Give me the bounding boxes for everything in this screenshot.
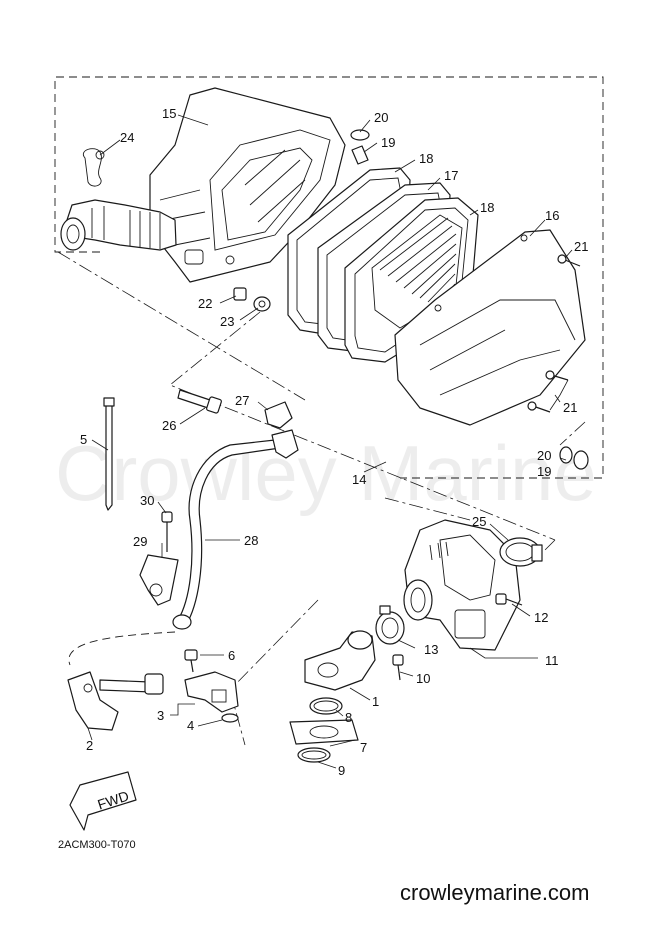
bolt-6 bbox=[184, 649, 198, 673]
collar-22 bbox=[233, 287, 247, 301]
callout-2: 2 bbox=[86, 738, 93, 753]
clip-20-lower bbox=[559, 446, 573, 464]
assembly-boundary bbox=[54, 76, 604, 479]
callout-22: 22 bbox=[198, 296, 212, 311]
grommet-23 bbox=[253, 296, 271, 312]
hose-clamp-13 bbox=[375, 605, 405, 645]
lower-hose bbox=[68, 631, 176, 695]
callout-25: 25 bbox=[472, 514, 486, 529]
intake-joint-1 bbox=[304, 630, 376, 691]
callout-9: 9 bbox=[338, 763, 345, 778]
callout-15: 15 bbox=[162, 106, 176, 121]
callout-3: 3 bbox=[157, 708, 164, 723]
callout-13: 13 bbox=[424, 642, 438, 657]
bolt-10 bbox=[392, 654, 404, 681]
drain-plug-19-lower bbox=[573, 450, 589, 470]
sensor-3 bbox=[184, 671, 239, 713]
forward-direction-arrow: FWD bbox=[69, 771, 137, 831]
callout-30: 30 bbox=[140, 493, 154, 508]
o-ring-4 bbox=[221, 713, 239, 723]
watermark: Crowley Marine bbox=[55, 429, 597, 517]
drain-plug-19-upper bbox=[351, 145, 369, 165]
callout-29: 29 bbox=[133, 534, 147, 549]
callout-4: 4 bbox=[187, 718, 194, 733]
hose-clamp-24 bbox=[82, 148, 105, 187]
hose-clamp-25 bbox=[499, 537, 543, 567]
callout-19-lower: 19 bbox=[537, 464, 551, 479]
callout-11: 11 bbox=[545, 653, 559, 668]
screw-12 bbox=[495, 593, 523, 606]
callout-17: 17 bbox=[444, 168, 458, 183]
callout-26: 26 bbox=[162, 418, 176, 433]
screw-21-upper bbox=[557, 254, 581, 267]
bracket-29 bbox=[139, 554, 179, 606]
callout-27: 27 bbox=[235, 393, 249, 408]
insulator-7 bbox=[289, 719, 359, 745]
callout-numbers: 15 24 20 19 18 17 18 16 21 22 23 21 26 2… bbox=[80, 106, 588, 778]
callout-20-upper: 20 bbox=[374, 110, 388, 125]
callout-28: 28 bbox=[244, 533, 258, 548]
bolt-26 bbox=[177, 389, 222, 414]
breather-hose-28 bbox=[172, 429, 299, 630]
callout-1: 1 bbox=[372, 694, 379, 709]
callout-14: 14 bbox=[352, 472, 366, 487]
intake-duct bbox=[60, 199, 177, 251]
callout-8: 8 bbox=[345, 710, 352, 725]
callout-21-upper: 21 bbox=[574, 239, 588, 254]
air-cleaner-cap-16 bbox=[394, 229, 586, 426]
cap-27 bbox=[264, 401, 293, 429]
screw-21-lower-b bbox=[527, 401, 551, 413]
callout-7: 7 bbox=[360, 740, 367, 755]
o-ring-8 bbox=[309, 697, 343, 715]
leader-lines bbox=[87, 114, 573, 769]
callout-18-lower: 18 bbox=[480, 200, 494, 215]
cable-tie-5 bbox=[103, 397, 115, 511]
callout-21-lower: 21 bbox=[563, 400, 577, 415]
clip-20-upper bbox=[350, 129, 370, 141]
callout-5: 5 bbox=[80, 432, 87, 447]
bolt-30 bbox=[161, 511, 173, 552]
callout-12: 12 bbox=[534, 610, 548, 625]
callout-10: 10 bbox=[416, 671, 430, 686]
site-name: crowleymarine.com bbox=[400, 880, 590, 905]
callout-19-upper: 19 bbox=[381, 135, 395, 150]
callout-24: 24 bbox=[120, 130, 134, 145]
diagram-code: 2ACM300-T070 bbox=[58, 839, 136, 851]
callout-16: 16 bbox=[545, 208, 559, 223]
o-ring-9 bbox=[297, 747, 331, 763]
callout-20-lower: 20 bbox=[537, 448, 551, 463]
bracket-2 bbox=[67, 671, 119, 731]
callout-18-upper: 18 bbox=[419, 151, 433, 166]
callout-23: 23 bbox=[220, 314, 234, 329]
callout-6: 6 bbox=[228, 648, 235, 663]
throttle-body-11 bbox=[403, 519, 521, 651]
screw-21-lower-a bbox=[545, 370, 569, 381]
